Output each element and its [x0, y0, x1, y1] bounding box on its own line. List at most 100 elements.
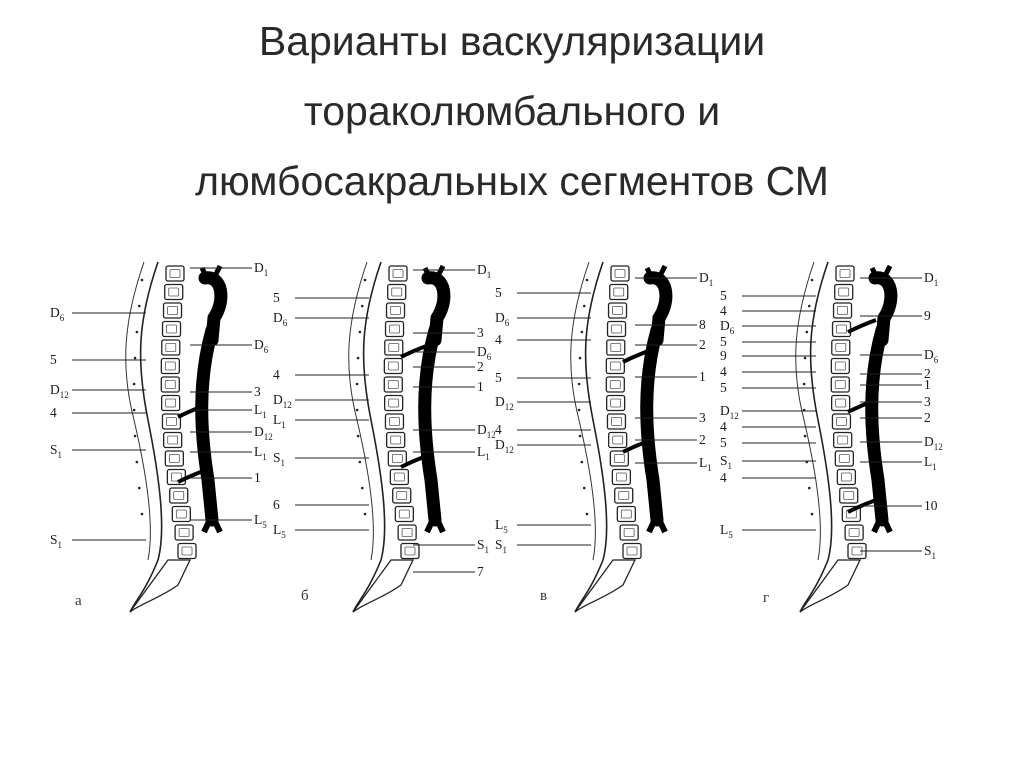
label-left: D12	[273, 392, 292, 410]
vertebra	[620, 525, 638, 540]
label-left: 4	[720, 470, 727, 485]
vertebra	[608, 322, 626, 337]
label-left: 5	[720, 435, 727, 450]
label-right: 7	[477, 564, 484, 579]
label-right-subscript: 1	[709, 278, 714, 288]
label-right-subscript: 1	[487, 270, 492, 280]
sacrum	[130, 560, 190, 612]
descending-aorta	[202, 330, 212, 520]
label-left: 9	[720, 348, 727, 363]
label-left: S1	[50, 532, 62, 550]
vertebra	[836, 266, 854, 281]
vertebra	[606, 359, 624, 374]
spinal-artery-dot	[356, 383, 359, 386]
vertebra	[840, 488, 858, 503]
vertebra	[164, 433, 182, 448]
vertebra	[161, 377, 179, 392]
vertebra	[386, 322, 404, 337]
label-right: D12	[477, 422, 496, 440]
vertebra	[175, 525, 193, 540]
vertebra	[607, 340, 625, 355]
label-right: 10	[924, 498, 938, 513]
descending-aorta	[425, 330, 435, 520]
spinal-artery-dot	[811, 513, 814, 516]
label-right: D1	[924, 270, 938, 288]
spinal-artery-dot	[356, 409, 359, 412]
vertebra	[607, 396, 625, 411]
label-left: D12	[50, 382, 69, 400]
label-left-subscript: 1	[728, 461, 733, 471]
label-right: 2	[477, 359, 484, 374]
label-right: 3	[254, 384, 261, 399]
label-right: L5	[254, 512, 267, 530]
label-left: 6	[273, 497, 280, 512]
spinal-artery-dot	[134, 357, 137, 360]
label-left: S1	[50, 442, 62, 460]
panel-2: 5D64D12L1S16L5D13D621D12L1S17б	[273, 262, 496, 612]
spinal-artery-dot	[134, 435, 137, 438]
spinal-artery-dot	[583, 487, 586, 490]
vertebra	[611, 266, 629, 281]
spinal-artery-dot	[586, 279, 589, 282]
panel-1: D65D124S1S1D1D63L1D12L11L5а	[50, 260, 273, 612]
panel-letter: а	[75, 593, 82, 609]
vertebra	[164, 303, 182, 318]
label-left: 5	[495, 370, 502, 385]
vertebra	[610, 451, 628, 466]
label-left: D6	[495, 310, 510, 328]
label-right: 3	[477, 325, 484, 340]
vertebra	[161, 359, 179, 374]
label-left: 5	[495, 285, 502, 300]
label-right: 2	[699, 337, 706, 352]
vertebra	[389, 266, 407, 281]
vertebra	[612, 470, 630, 485]
label-left: 4	[495, 332, 502, 347]
label-left-subscript: 6	[283, 318, 288, 328]
label-left: L5	[720, 522, 733, 540]
sacrum	[575, 560, 635, 612]
vertebra	[384, 377, 402, 392]
vertebra	[388, 285, 406, 300]
label-left: 4	[273, 367, 280, 382]
spinal-artery-dot	[579, 435, 582, 438]
spinal-artery-dot	[581, 331, 584, 334]
vertebra	[831, 359, 849, 374]
label-left-subscript: 5	[281, 530, 286, 540]
spinal-artery-dot	[808, 305, 811, 308]
spinal-artery-dot	[141, 513, 144, 516]
vertebra	[606, 377, 624, 392]
label-right-subscript: 1	[264, 268, 269, 278]
label-right-subscript: 1	[934, 278, 939, 288]
vertebra	[398, 525, 416, 540]
label-left-subscript: 5	[728, 530, 733, 540]
label-left: D6	[50, 305, 65, 323]
sacrum	[353, 560, 413, 612]
label-right-subscript: 1	[485, 452, 490, 462]
label-right-subscript: 1	[932, 551, 937, 561]
spinal-artery-dot	[579, 357, 582, 360]
label-right: 1	[254, 470, 261, 485]
spinal-artery-dot	[811, 279, 814, 282]
spinal-artery-dot	[136, 331, 139, 334]
label-left: S1	[495, 537, 507, 555]
vertebra	[835, 285, 853, 300]
panel-3: 5D645D124D12L5S1D182132L1в	[495, 262, 713, 612]
vertebra	[165, 451, 183, 466]
label-right: 1	[699, 369, 706, 384]
label-right-subscript: 1	[707, 463, 712, 473]
vertebra	[832, 340, 850, 355]
vertebra	[837, 470, 855, 485]
vertebra	[393, 488, 411, 503]
spinal-artery-dot	[136, 461, 139, 464]
label-left: 5	[273, 290, 280, 305]
label-right: L1	[699, 455, 712, 473]
spinal-artery-dot	[804, 435, 807, 438]
spinal-artery-dot	[578, 383, 581, 386]
label-right-subscript: 6	[264, 345, 269, 355]
label-left-subscript: 12	[60, 390, 69, 400]
label-right: L1	[254, 402, 267, 420]
vertebra	[170, 488, 188, 503]
spinal-artery-dot	[586, 513, 589, 516]
vertebra	[385, 340, 403, 355]
spinal-artery-dot	[141, 279, 144, 282]
